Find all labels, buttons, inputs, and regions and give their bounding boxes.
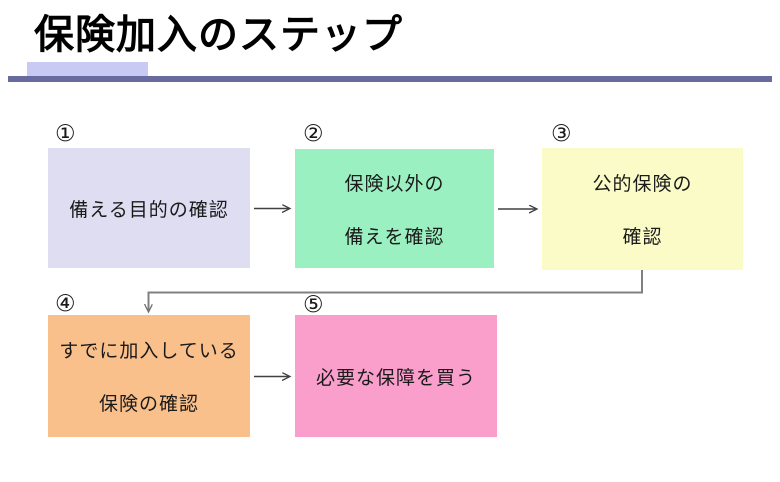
step-box-3-line-1: 公的保険の xyxy=(592,174,693,195)
step-box-3-line-2: 確認 xyxy=(622,227,663,248)
title-rule xyxy=(8,76,772,82)
step-box-public-insurance: 公的保険の 確認 xyxy=(542,148,743,270)
step-box-2-line-2: 備えを確認 xyxy=(344,226,445,248)
connector-step3-to-step4 xyxy=(149,270,643,311)
step-box-existing-insurance: すでに加入している 保険の確認 xyxy=(48,315,250,437)
step-box-4-line-2: 保険の確認 xyxy=(98,394,199,415)
step-number-1: ① xyxy=(55,120,76,146)
step-box-confirm-purpose: 備える目的の確認 xyxy=(48,148,250,268)
step-number-3: ③ xyxy=(551,120,572,146)
title-accent-bar xyxy=(27,62,148,76)
step-box-1-line-1: 備える目的の確認 xyxy=(69,199,229,221)
step-box-non-insurance-prep: 保険以外の 備えを確認 xyxy=(295,149,494,268)
step-number-5: ⑤ xyxy=(303,291,324,317)
step-box-4-line-1: すでに加入している xyxy=(59,341,239,362)
step-box-5-line-1: 必要な保障を買う xyxy=(315,367,476,389)
step-number-4: ④ xyxy=(55,290,76,316)
step-box-buy-coverage: 必要な保障を買う xyxy=(295,315,497,437)
step-number-2: ② xyxy=(303,120,324,146)
step-box-2-line-1: 保険以外の xyxy=(344,173,445,195)
page-title: 保険加入のステップ xyxy=(34,13,403,57)
